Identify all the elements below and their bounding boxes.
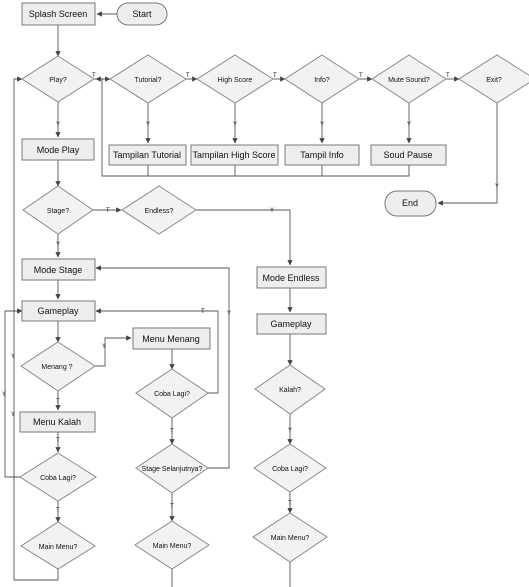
label-menang-yes: Y — [102, 344, 106, 350]
label-mainmenu1-yes: Y — [2, 392, 6, 398]
stage-text: Stage? — [47, 208, 69, 215]
endless-text: Endless? — [145, 208, 174, 215]
stage-decision: Stage? — [22, 185, 94, 235]
label-stage-yes: Y — [56, 242, 60, 248]
label-cobalagi2-no: T — [201, 309, 205, 315]
mode-stage-text: Mode Stage — [34, 265, 83, 275]
mode-stage-box: Mode Stage — [21, 258, 96, 281]
label-info-no: T — [359, 73, 363, 79]
main-menu-3-decision: Main Menu? — [252, 512, 328, 563]
label-endless-yes: Y — [270, 208, 274, 214]
coba-lagi-1-text: Coba Lagi? — [40, 475, 76, 482]
label-cobalagi3-no: T — [288, 501, 292, 507]
endless-decision: Endless? — [121, 185, 197, 235]
coba-lagi-3-text: Coba Lagi? — [272, 466, 308, 473]
play-text: Play? — [49, 77, 67, 84]
tampil-info-text: Tampil Info — [300, 150, 344, 160]
branch-labels: T T T T T Y Y Y Y Y Y T Y Y Y T T Y Y Y … — [2, 73, 499, 514]
label-stage-no: T — [106, 208, 110, 214]
main-menu-1-decision: Main Menu? — [20, 521, 96, 570]
coba-lagi-3-decision: Coba Lagi? — [253, 443, 327, 493]
mode-endless-box: Mode Endless — [256, 266, 327, 289]
menu-menang-box: Menu Menang — [132, 327, 211, 350]
start-terminal: Start — [116, 2, 168, 26]
menang-decision: Menang ? — [20, 341, 96, 392]
high-score-text: High Score — [218, 77, 253, 84]
tampil-info-box: Tampil Info — [284, 144, 360, 166]
label-kalah-no: T — [56, 438, 60, 444]
tutorial-decision: Tutorial? — [109, 54, 187, 104]
label-stage-next-no: T — [170, 504, 174, 510]
splash-screen-text: Splash Screen — [29, 9, 88, 19]
mode-play-text: Mode Play — [37, 145, 80, 155]
label-kalah-endless-yes: Y — [288, 428, 292, 434]
label-mute-yes: Y — [407, 122, 411, 128]
label-exit-yes: Y — [495, 184, 499, 190]
end-text: End — [402, 198, 418, 208]
kalah-text: Kalah? — [279, 387, 301, 394]
label-cobalagi1-no: T — [56, 508, 60, 514]
gameplay-endless-box: Gameplay — [256, 313, 327, 335]
label-play-no: T — [92, 73, 96, 79]
play-decision: Play? — [21, 55, 95, 103]
mode-play-box: Mode Play — [21, 138, 95, 161]
mute-sound-decision: Mute Sound? — [371, 54, 447, 104]
connectors — [4, 11, 498, 587]
info-text: Info? — [314, 77, 330, 84]
label-tutorial-no: T — [186, 73, 190, 79]
tutorial-text: Tutorial? — [135, 77, 162, 84]
tampilan-tutorial-box: Tampilan Tutorial — [108, 144, 187, 166]
splash-screen-box: Splash Screen — [21, 2, 96, 26]
label-cobalagi1-yes-lower: Y — [11, 412, 15, 418]
gameplay-stage-text: Gameplay — [37, 306, 79, 316]
label-cobalagi1-yes-upper: Y — [11, 354, 15, 360]
soud-pause-text: Soud Pause — [383, 150, 432, 160]
label-highscore-no: T — [273, 73, 277, 79]
label-highscore-yes: Y — [233, 122, 237, 128]
menang-text: Menang ? — [41, 364, 72, 371]
label-menang-no: T — [56, 399, 60, 405]
main-menu-2-decision: Main Menu? — [134, 520, 210, 570]
stage-selanjutnya-text: Stage Selanjutnya? — [142, 466, 203, 473]
mode-endless-text: Mode Endless — [262, 273, 320, 283]
coba-lagi-1-decision: Coba Lagi? — [19, 452, 97, 502]
gameplay-endless-text: Gameplay — [270, 319, 312, 329]
coba-lagi-2-text: Coba Lagi? — [154, 391, 190, 398]
label-stage-next-yes: Y — [227, 311, 231, 317]
label-info-yes: Y — [320, 122, 324, 128]
end-terminal: End — [384, 190, 437, 217]
mute-sound-text: Mute Sound? — [388, 77, 430, 84]
exit-text: Exit? — [486, 77, 502, 84]
info-decision: Info? — [284, 54, 360, 104]
main-menu-3-text: Main Menu? — [271, 535, 310, 542]
high-score-decision: High Score — [196, 54, 274, 104]
tampilan-high-score-box: Tampilan High Score — [190, 144, 279, 166]
gameplay-stage-box: Gameplay — [21, 300, 96, 322]
main-menu-1-text: Main Menu? — [39, 544, 78, 551]
label-cobalagi2-next: T — [170, 429, 174, 435]
menu-menang-text: Menu Menang — [142, 334, 200, 344]
start-text: Start — [132, 9, 152, 19]
label-tutorial-yes: Y — [146, 122, 150, 128]
label-mute-no: T — [446, 73, 450, 79]
tampilan-high-score-text: Tampilan High Score — [192, 150, 275, 160]
soud-pause-box: Soud Pause — [370, 144, 447, 166]
coba-lagi-2-decision: Coba Lagi? — [135, 368, 209, 419]
menu-kalah-text: Menu Kalah — [33, 417, 81, 427]
label-play-yes: Y — [56, 122, 60, 128]
kalah-decision: Kalah? — [254, 364, 326, 415]
exit-decision: Exit? — [458, 54, 529, 104]
menu-kalah-box: Menu Kalah — [19, 411, 96, 433]
main-menu-2-text: Main Menu? — [153, 543, 192, 550]
tampilan-tutorial-text: Tampilan Tutorial — [113, 150, 181, 160]
stage-selanjutnya-decision: Stage Selanjutnya? — [135, 443, 209, 494]
